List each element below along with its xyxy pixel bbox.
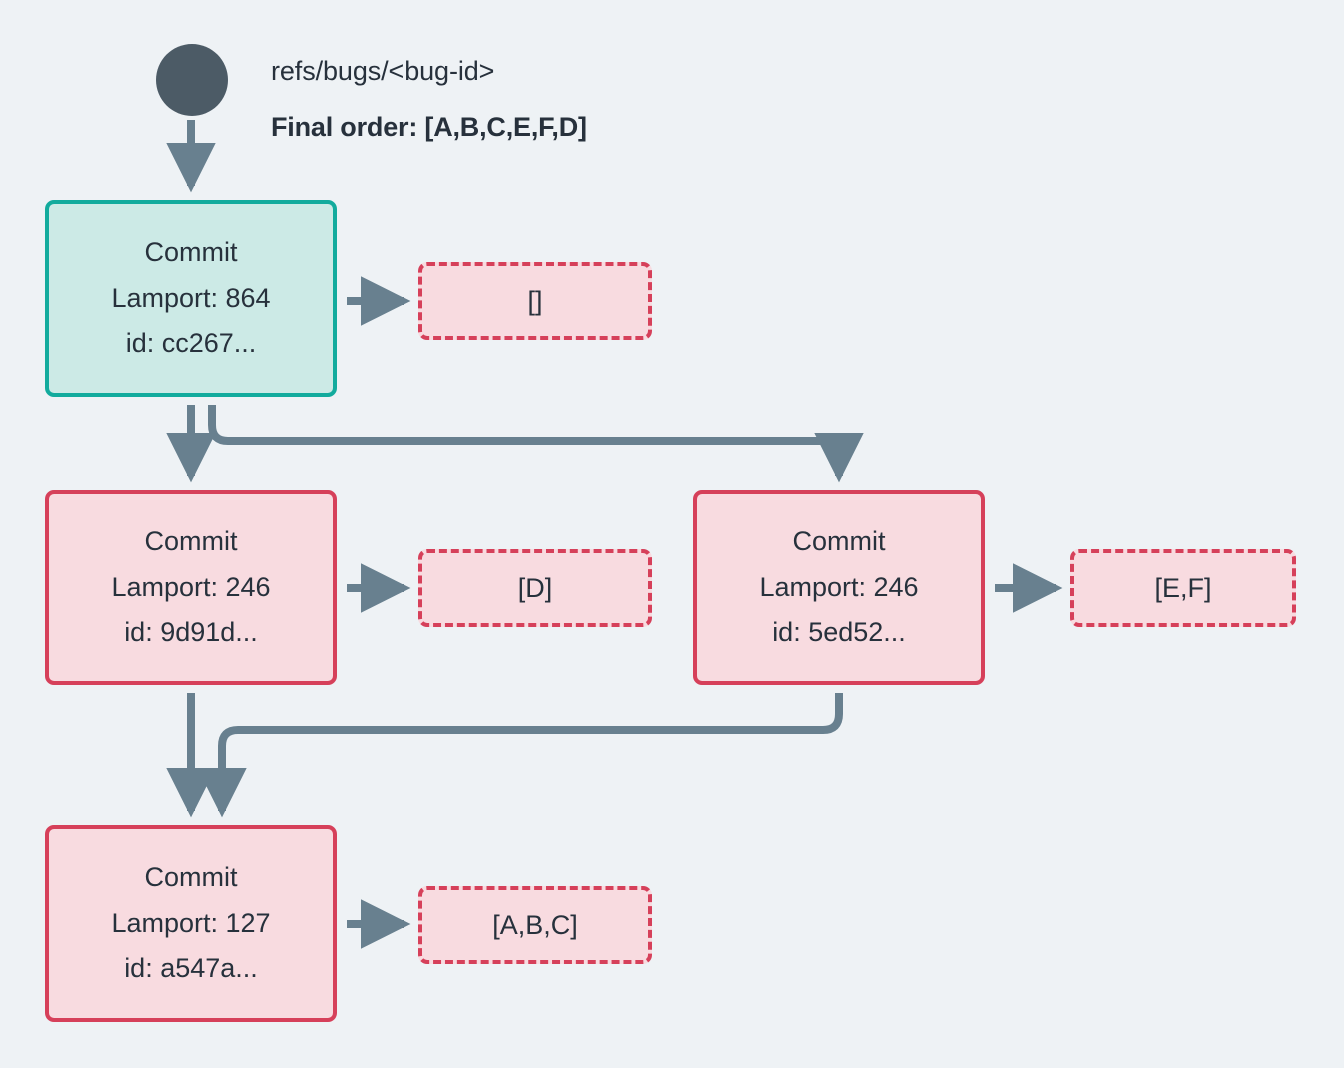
edge-5ed52-to-a547a — [197, 693, 843, 818]
commit-node-5ed52[interactable]: Commit Lamport: 246 id: 5ed52... — [693, 490, 985, 685]
commit-id: id: 9d91d... — [124, 617, 258, 648]
commit-title: Commit — [144, 526, 238, 557]
commit-title: Commit — [792, 526, 886, 557]
commit-title: Commit — [144, 237, 238, 268]
commit-node-a547a[interactable]: Commit Lamport: 127 id: a547a... — [45, 825, 337, 1022]
commit-lamport: Lamport: 246 — [111, 571, 271, 602]
commit-lamport: Lamport: 864 — [111, 282, 271, 313]
ref-root-node[interactable] — [156, 44, 228, 116]
commit-id: id: cc267... — [125, 328, 257, 359]
payload-node-cc267[interactable]: [] — [418, 262, 652, 340]
payload-node-5ed52[interactable]: [E,F] — [1070, 549, 1296, 627]
ref-path-label: refs/bugs/<bug-id> — [271, 56, 495, 86]
commit-id: id: 5ed52... — [772, 617, 906, 648]
payload-label: [A,B,C] — [492, 909, 578, 940]
commit-title: Commit — [144, 862, 238, 893]
commit-lamport: Lamport: 246 — [759, 571, 919, 602]
final-order-label: Final order: [A,B,C,E,F,D] — [271, 112, 587, 142]
commit-lamport: Lamport: 127 — [111, 907, 271, 938]
payload-node-9d91d[interactable]: [D] — [418, 549, 652, 627]
edge-cc267-to-5ed52 — [208, 405, 864, 483]
commit-id: id: a547a... — [124, 953, 258, 984]
commit-node-cc267[interactable]: Commit Lamport: 864 id: cc267... — [45, 200, 337, 397]
payload-node-a547a[interactable]: [A,B,C] — [418, 886, 652, 964]
payload-label: [E,F] — [1154, 572, 1212, 603]
payload-label: [] — [527, 285, 543, 316]
commit-node-9d91d[interactable]: Commit Lamport: 246 id: 9d91d... — [45, 490, 337, 685]
payload-label: [D] — [517, 572, 553, 603]
